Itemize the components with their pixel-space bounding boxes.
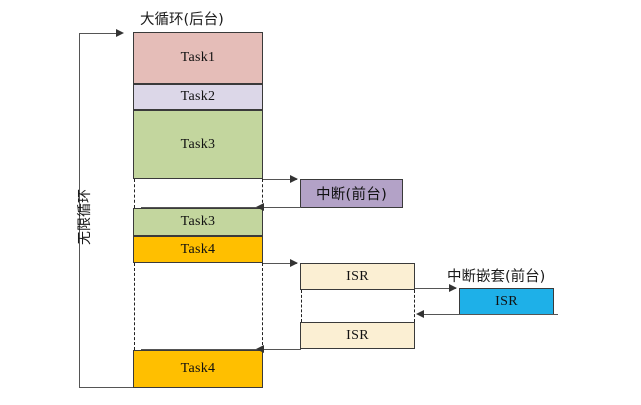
task-block-task2[interactable]: Task2	[133, 84, 263, 110]
task-block-task3-first[interactable]: Task3	[133, 110, 263, 179]
loop-vertical-line	[79, 33, 81, 388]
arrow-line-from-isr	[141, 349, 301, 351]
task-block-task1[interactable]: Task1	[133, 32, 263, 84]
dashed-line-task-left-interrupt	[134, 179, 135, 208]
isr-block-bottom[interactable]: ISR	[300, 322, 415, 349]
loop-top-line	[79, 33, 120, 35]
dashed-line-isr-right	[414, 290, 415, 322]
isr-block-top[interactable]: ISR	[300, 263, 415, 290]
arrow-line-from-nested-isr	[421, 314, 558, 316]
dashed-line-task-right-isr	[262, 263, 263, 350]
title-background-loop: 大循环(后台)	[140, 12, 224, 28]
infinite-loop-label: 无限循环	[77, 189, 93, 245]
arrow-to-isr-icon	[290, 258, 298, 267]
loop-bottom-line	[79, 387, 135, 389]
task-gap-interrupt	[133, 179, 263, 208]
arrow-from-nested-isr-icon	[416, 310, 424, 318]
dashed-line-task-right-interrupt	[262, 179, 263, 208]
arrow-line-from-interrupt	[141, 207, 301, 209]
dashed-line-task-left-isr	[134, 263, 135, 350]
loop-arrowhead-icon	[116, 28, 124, 37]
dashed-line-isr-left	[301, 290, 302, 322]
arrow-line-to-nested-isr	[415, 288, 456, 290]
arrow-line-to-interrupt	[263, 179, 297, 181]
nested-isr-block[interactable]: ISR	[459, 288, 554, 315]
task-block-task4-second[interactable]: Task4	[133, 350, 263, 388]
arrow-line-to-isr	[263, 263, 297, 265]
interrupt-block[interactable]: 中断(前台)	[300, 179, 403, 208]
arrow-from-isr-icon	[256, 345, 264, 353]
arrow-to-interrupt-icon	[290, 174, 298, 183]
task-gap-isr	[133, 263, 263, 350]
arrow-from-interrupt-icon	[256, 203, 264, 211]
arrow-to-nested-isr-icon	[449, 283, 457, 292]
title-nested-interrupt: 中断嵌套(前台)	[447, 269, 546, 285]
task-block-task4-first[interactable]: Task4	[133, 236, 263, 263]
task-block-task3-second[interactable]: Task3	[133, 208, 263, 236]
